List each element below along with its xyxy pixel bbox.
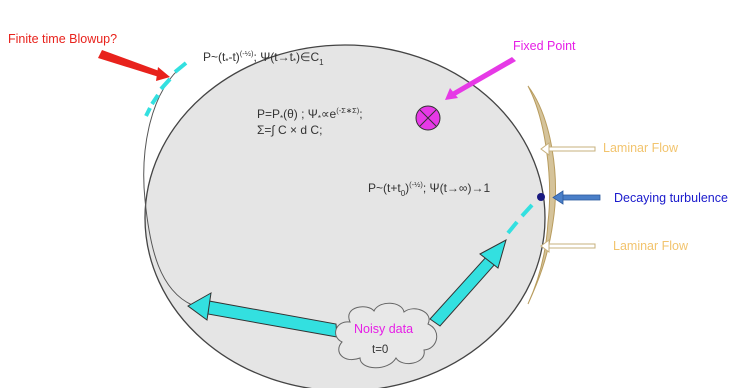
laminar-flow-label-bottom: Laminar Flow: [613, 239, 689, 253]
fixed-point-equation-line1: P=P*(θ) ; Ψ*∝e(-Σ∗Σ);: [257, 106, 363, 123]
laminar-arrow-top: [540, 142, 596, 156]
laminar-boundary-band: [527, 85, 556, 305]
flow-arrow-right: [429, 238, 507, 327]
fixed-point-label: Fixed Point: [513, 39, 576, 53]
blowup-label: Finite time Blowup?: [8, 32, 117, 46]
decaying-turbulence-label: Decaying turbulence: [614, 191, 728, 205]
laminar-flow-label-top: Laminar Flow: [603, 141, 679, 155]
decay-equation: P~(t+t0)(-½); Ψ(t→∞)→1: [368, 180, 490, 198]
t-zero-label: t=0: [372, 344, 388, 356]
decay-arrow: [552, 190, 601, 205]
noisy-data-label: Noisy data: [354, 322, 413, 336]
decay-dashes: [506, 203, 534, 235]
trajectory-left: [143, 63, 193, 306]
noisy-data-cloud: [335, 302, 438, 369]
attractor-point: [537, 193, 545, 201]
blowup-dashes: [144, 61, 188, 117]
fixed-point-equation-line2: Σ=∫ C × d C;: [257, 123, 322, 137]
blowup-arrow: [98, 50, 170, 81]
blowup-equation: P~(t*-t)(-½); Ψ(t→t*)∈C1: [203, 49, 324, 67]
fixed-point-marker: [415, 105, 441, 131]
laminar-arrow-bottom: [540, 239, 596, 253]
fixed-point-arrow: [445, 57, 516, 100]
